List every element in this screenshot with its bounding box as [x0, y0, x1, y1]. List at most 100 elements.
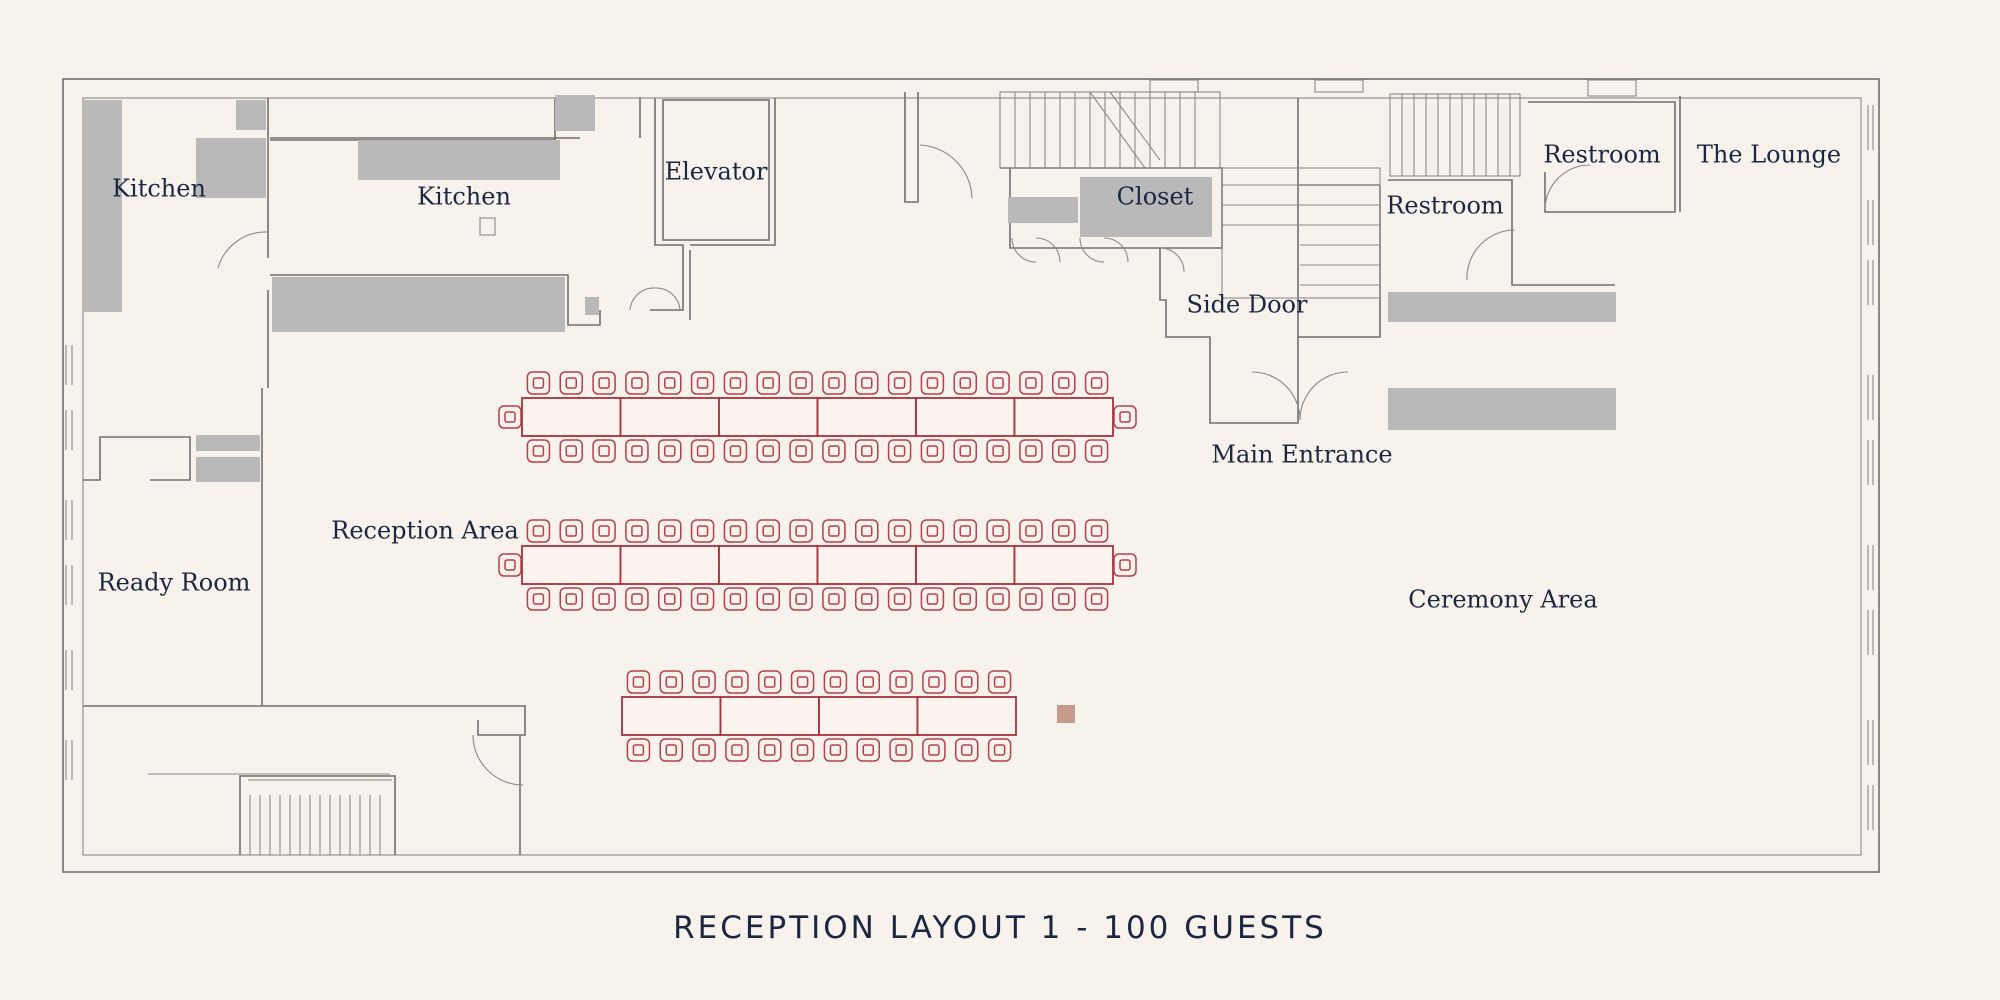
chair-bottom	[955, 738, 979, 762]
chair-bottom	[889, 738, 913, 762]
chair-bottom	[822, 439, 846, 463]
chair-top	[855, 519, 879, 543]
chair-bottom	[723, 439, 748, 463]
chair-bottom-seat	[698, 744, 710, 756]
chair-bottom	[987, 738, 1012, 762]
chair-top	[526, 519, 551, 543]
chair-top-seat	[764, 676, 776, 688]
chair-bottom-seat	[632, 744, 645, 756]
chair-top	[756, 519, 780, 543]
chair-top	[559, 371, 583, 395]
chair-bottom-seat	[731, 744, 743, 756]
chair-top	[1019, 519, 1043, 543]
chair-top-seat	[1090, 525, 1103, 537]
chair-bottom	[526, 439, 551, 463]
banquet-table	[621, 696, 722, 736]
chair-top-seat	[928, 676, 940, 688]
label-reception-area: Reception Area	[331, 517, 518, 545]
chair-end-left	[498, 405, 522, 429]
chair-top-seat	[893, 377, 906, 389]
chair-top-seat	[1090, 377, 1103, 389]
chair-top	[823, 670, 848, 694]
chair-top-seat	[961, 676, 973, 688]
chair-bottom	[790, 738, 815, 762]
chair-top	[790, 670, 815, 694]
chair-top-seat	[795, 377, 807, 389]
chair-bottom-seat	[631, 593, 643, 605]
chair-bottom	[756, 587, 780, 611]
chair-top-seat	[762, 377, 774, 389]
banquet-table	[915, 397, 1016, 437]
kitchen-main-line	[272, 277, 565, 332]
chair-bottom	[526, 587, 551, 611]
chair-top-seat	[895, 676, 907, 688]
closet-rack	[1008, 197, 1078, 223]
layout-title: RECEPTION LAYOUT 1 - 100 GUESTS	[673, 910, 1327, 946]
chair-top-seat	[796, 676, 809, 688]
chair-bottom	[626, 738, 651, 762]
chair-top	[626, 670, 651, 694]
chair-bottom-seat	[959, 593, 971, 605]
stairs-top	[999, 91, 1221, 169]
chair-top	[659, 670, 683, 694]
chair-top	[855, 371, 879, 395]
chair-bottom-seat	[828, 593, 840, 605]
banquet-table	[816, 397, 917, 437]
chair-top	[953, 371, 977, 395]
chair-top-seat	[893, 525, 906, 537]
kitchen-left-sink	[236, 100, 266, 130]
label-side-door: Side Door	[1187, 291, 1308, 319]
chair-bottom	[953, 439, 977, 463]
restroom-counter	[1388, 292, 1616, 322]
chair-top-seat	[632, 676, 645, 688]
banquet-table	[718, 397, 819, 437]
chair-end-right	[1113, 553, 1137, 577]
stair-room	[239, 775, 396, 855]
label-kitchen-main: Kitchen	[417, 183, 511, 211]
label-kitchen-left: Kitchen	[112, 175, 206, 203]
chair-top-seat	[729, 377, 742, 389]
chair-bottom	[723, 587, 748, 611]
chair-top-seat	[631, 377, 643, 389]
chair-top-seat	[992, 525, 1004, 537]
chair-top-seat	[926, 525, 939, 537]
chair-top	[1084, 519, 1109, 543]
label-ceremony-area: Ceremony Area	[1408, 586, 1597, 614]
banquet-table	[818, 696, 919, 736]
banquet-table	[915, 545, 1016, 585]
chair-bottom	[1084, 439, 1109, 463]
chair-bottom-seat	[631, 445, 643, 457]
chair-bottom	[856, 738, 880, 762]
chair-top	[592, 371, 616, 395]
chair-bottom	[1052, 587, 1076, 611]
chair-bottom	[789, 587, 813, 611]
chair-bottom-seat	[565, 445, 577, 457]
chair-bottom-seat	[893, 593, 906, 605]
chair-top-seat	[1058, 377, 1070, 389]
chair-bottom	[758, 738, 782, 762]
banquet-table	[719, 696, 820, 736]
chair-bottom	[658, 587, 682, 611]
chair-bottom-seat	[928, 744, 940, 756]
chair-top	[986, 371, 1010, 395]
banquet-table	[619, 397, 720, 437]
chair-end-left-seat	[504, 411, 516, 423]
chair-bottom	[855, 587, 879, 611]
chair-bottom-seat	[828, 445, 840, 457]
chair-top	[658, 371, 682, 395]
chair-bottom	[1052, 439, 1076, 463]
ready-room-closet	[83, 436, 191, 481]
stairs-south	[148, 773, 392, 855]
chair-bottom-seat	[795, 593, 807, 605]
chair-top-seat	[631, 525, 643, 537]
banquet-table	[521, 545, 622, 585]
windows-east	[1867, 105, 1874, 830]
stairs-east	[1221, 167, 1381, 299]
inner-wall	[82, 97, 1862, 856]
chair-bottom	[559, 587, 583, 611]
chair-bottom	[920, 587, 945, 611]
chair-bottom	[559, 439, 583, 463]
chair-top	[887, 371, 912, 395]
banquet-table	[521, 397, 622, 437]
chair-top	[887, 519, 912, 543]
